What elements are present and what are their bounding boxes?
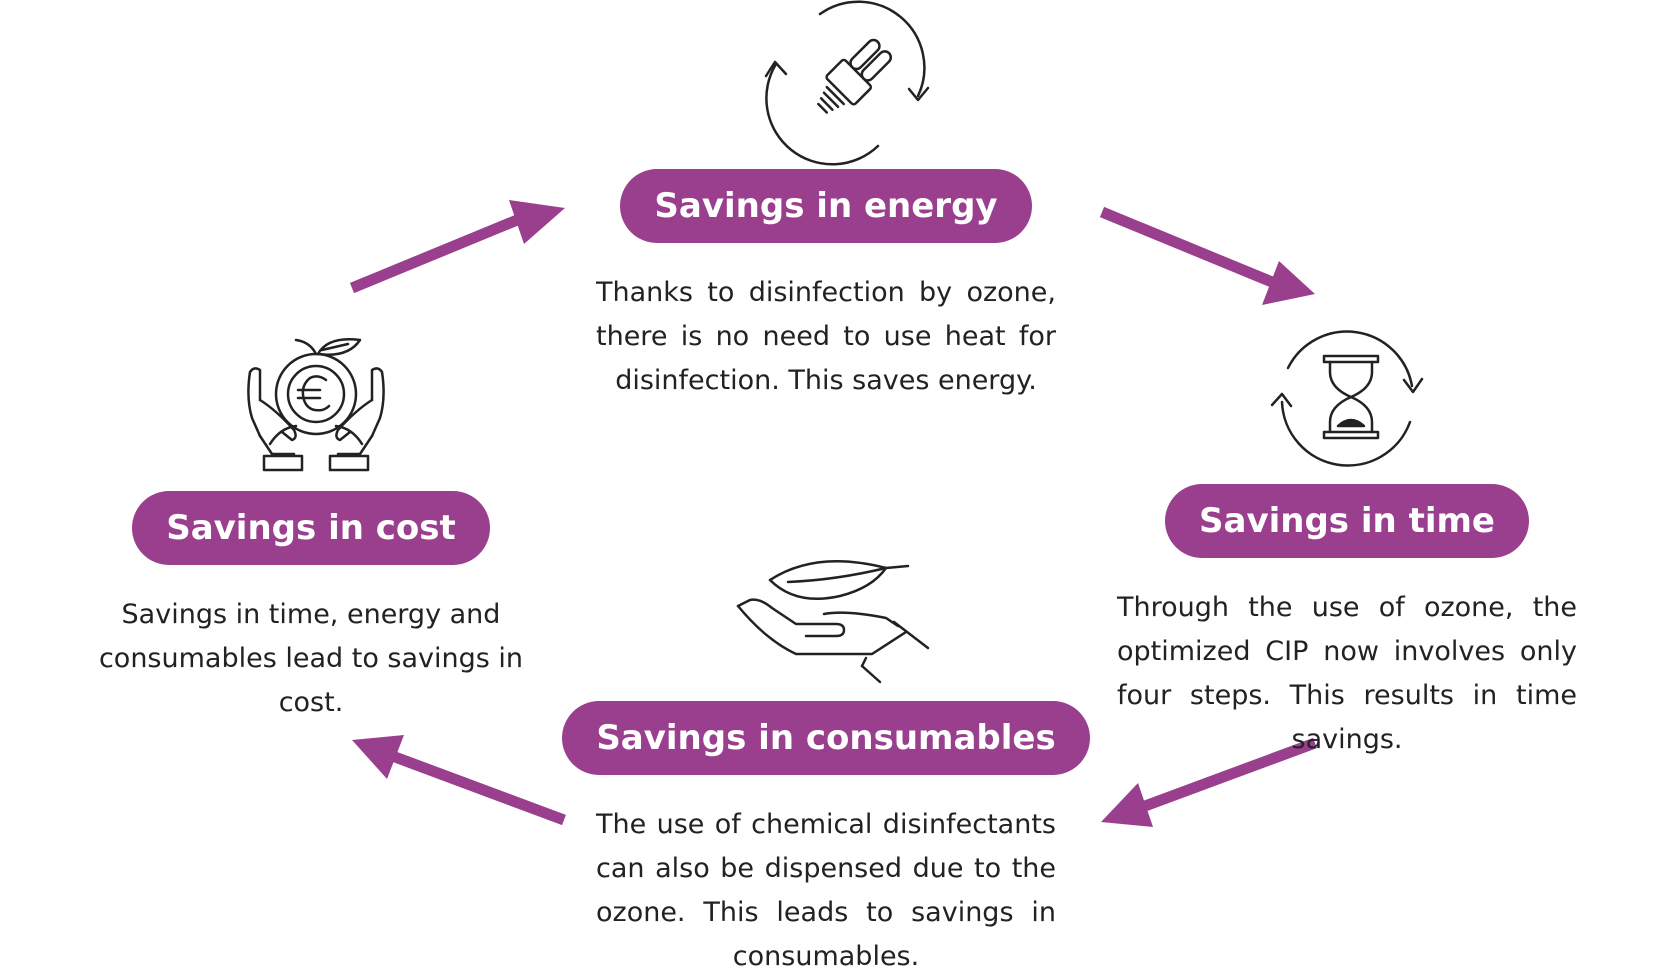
savings-in-consumables-text: The use of chemical disinfectants can al…: [596, 809, 1056, 972]
hourglass-cycle-icon: [1270, 330, 1424, 467]
arrow-consumables-to-cost: [352, 735, 566, 826]
savings-in-cost-label: Savings in cost: [132, 491, 490, 565]
savings-in-energy-label: Savings in energy: [620, 169, 1032, 243]
savings-in-energy-text: Thanks to disinfection by ozone, there i…: [596, 277, 1056, 396]
savings-in-consumables-label: Savings in consumables: [562, 701, 1090, 775]
arrow-energy-to-time: [1099, 206, 1315, 305]
node-savings-in-cost: Savings in cost Savings in time, energy …: [76, 491, 546, 725]
leaf-hand-icon: [736, 560, 930, 684]
euro-coin-hands-icon: [247, 338, 385, 472]
node-savings-in-energy: Savings in energy Thanks to disinfection…: [596, 169, 1056, 403]
arrow-time-to-consumables: [1101, 737, 1317, 827]
savings-in-cost-text: Savings in time, energy and consumables …: [98, 599, 524, 718]
energy-bulb-cycle-icon: [764, 0, 930, 166]
node-savings-in-consumables: Savings in consumables The use of chemic…: [562, 701, 1090, 979]
savings-in-time-text: Through the use of ozone, the optimized …: [1117, 592, 1577, 755]
savings-in-time-label: Savings in time: [1165, 484, 1529, 558]
node-savings-in-time: Savings in time Through the use of ozone…: [1117, 484, 1577, 762]
arrow-cost-to-energy: [349, 200, 565, 294]
